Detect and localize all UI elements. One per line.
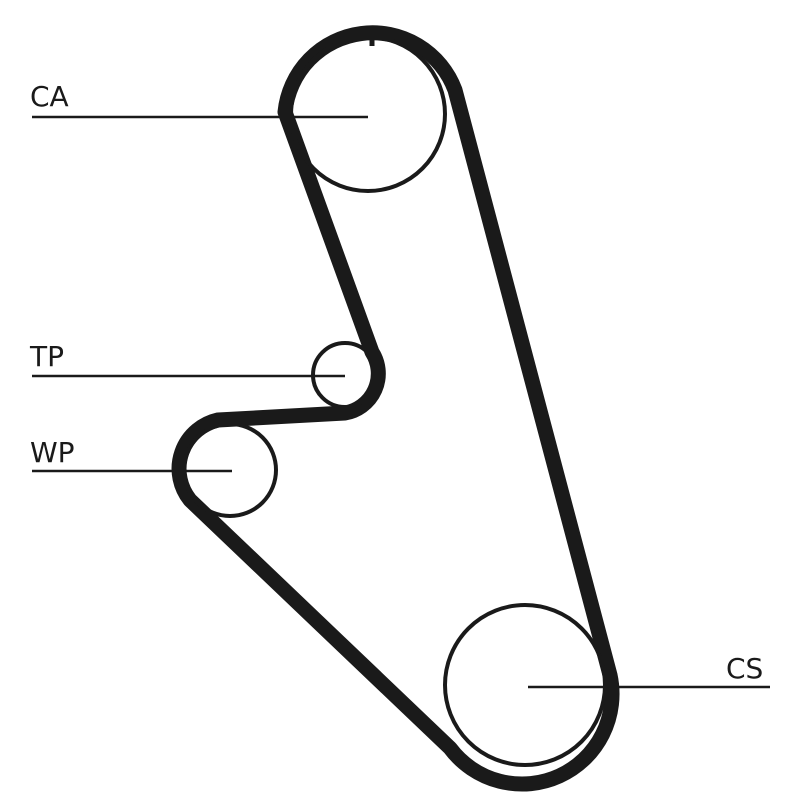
camshaft-label: CA (30, 80, 69, 113)
crankshaft-label: CS (726, 652, 763, 685)
camshaft-pulley (289, 35, 447, 193)
timing-belt (171, 25, 620, 792)
crankshaft-pulley (443, 603, 607, 767)
tensioner-label: TP (29, 340, 64, 373)
water-pump-label: WP (30, 436, 75, 469)
